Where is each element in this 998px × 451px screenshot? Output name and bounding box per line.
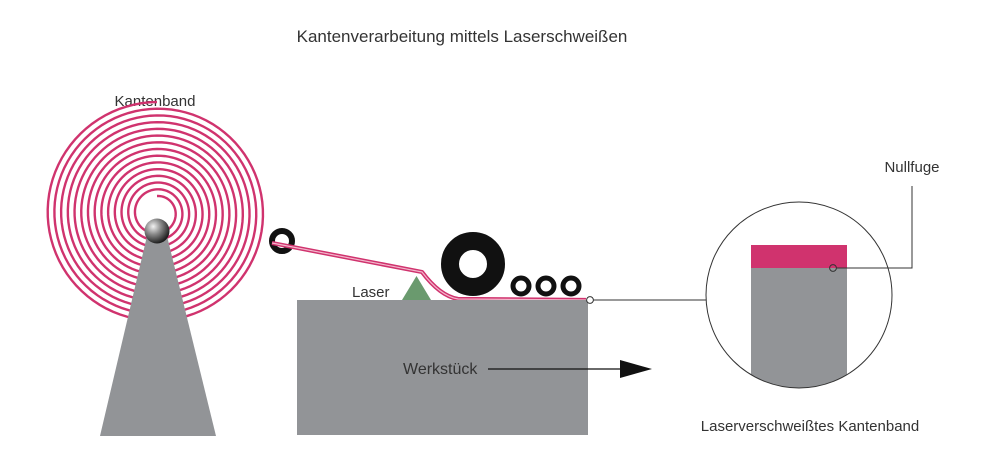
edge-band-strip-highlight bbox=[271, 242, 587, 301]
edge-band-coil bbox=[46, 100, 265, 322]
detail-edge-band bbox=[751, 245, 847, 268]
detail-magnifier bbox=[705, 201, 893, 389]
small-roller-1 bbox=[510, 275, 532, 297]
label-laser: Laser bbox=[352, 284, 390, 301]
pressure-roller bbox=[441, 232, 505, 296]
edge-band-coil-spiral bbox=[46, 100, 265, 322]
laser-emitter bbox=[402, 276, 431, 300]
label-nullfuge: Nullfuge bbox=[884, 159, 939, 176]
guide-roller bbox=[269, 228, 295, 254]
coil-hub bbox=[144, 218, 170, 244]
detail-workpiece bbox=[751, 268, 847, 388]
zoom-marker bbox=[586, 296, 594, 304]
nullfuge-marker bbox=[829, 264, 837, 272]
workpiece bbox=[297, 300, 588, 435]
small-roller-3 bbox=[560, 275, 582, 297]
small-roller-2 bbox=[535, 275, 557, 297]
detail-circle-outline bbox=[705, 201, 893, 389]
nullfuge-leader-line bbox=[836, 186, 913, 269]
label-laserverschweisst: Laserverschweißtes Kantenband bbox=[701, 418, 919, 435]
diagram-title: Kantenverarbeitung mittels Laserschweiße… bbox=[297, 27, 628, 46]
coil-stand bbox=[100, 236, 216, 436]
label-werkstueck: Werkstück bbox=[403, 361, 478, 378]
feed-direction-arrow-head bbox=[620, 360, 652, 378]
